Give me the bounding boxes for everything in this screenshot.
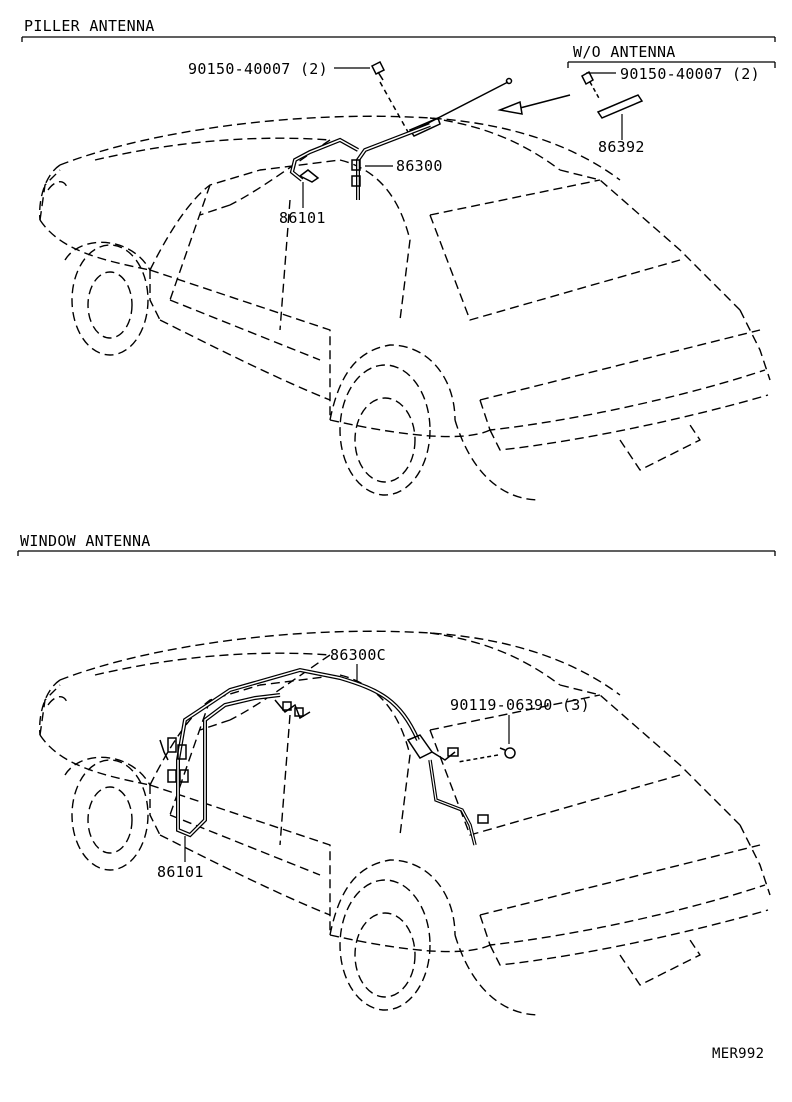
part-label-lead-piller: 86101 xyxy=(279,209,326,227)
window-antenna-parts xyxy=(159,667,516,846)
window-leaders xyxy=(184,664,510,862)
part-label-cable: 86300 xyxy=(396,157,443,175)
part-label-cap: 86392 xyxy=(598,138,645,156)
part-label-cable-c: 86300C xyxy=(330,646,386,664)
part-label-bolt: 90119-06390 (3) xyxy=(450,696,590,714)
piller-antenna-title: PILLER ANTENNA xyxy=(24,17,155,35)
part-label-screw-main: 90150-40007 (2) xyxy=(188,60,328,78)
piller-antenna-parts xyxy=(289,60,644,200)
part-label-lead-window: 86101 xyxy=(157,863,204,881)
car-body-window xyxy=(38,630,771,1016)
window-antenna-title: WINDOW ANTENNA xyxy=(20,532,151,550)
diagram-code: MER992 xyxy=(712,1046,765,1062)
part-label-screw-wo: 90150-40007 (2) xyxy=(620,65,760,83)
piller-leaders xyxy=(302,67,623,208)
wo-antenna-title: W/O ANTENNA xyxy=(573,43,676,61)
